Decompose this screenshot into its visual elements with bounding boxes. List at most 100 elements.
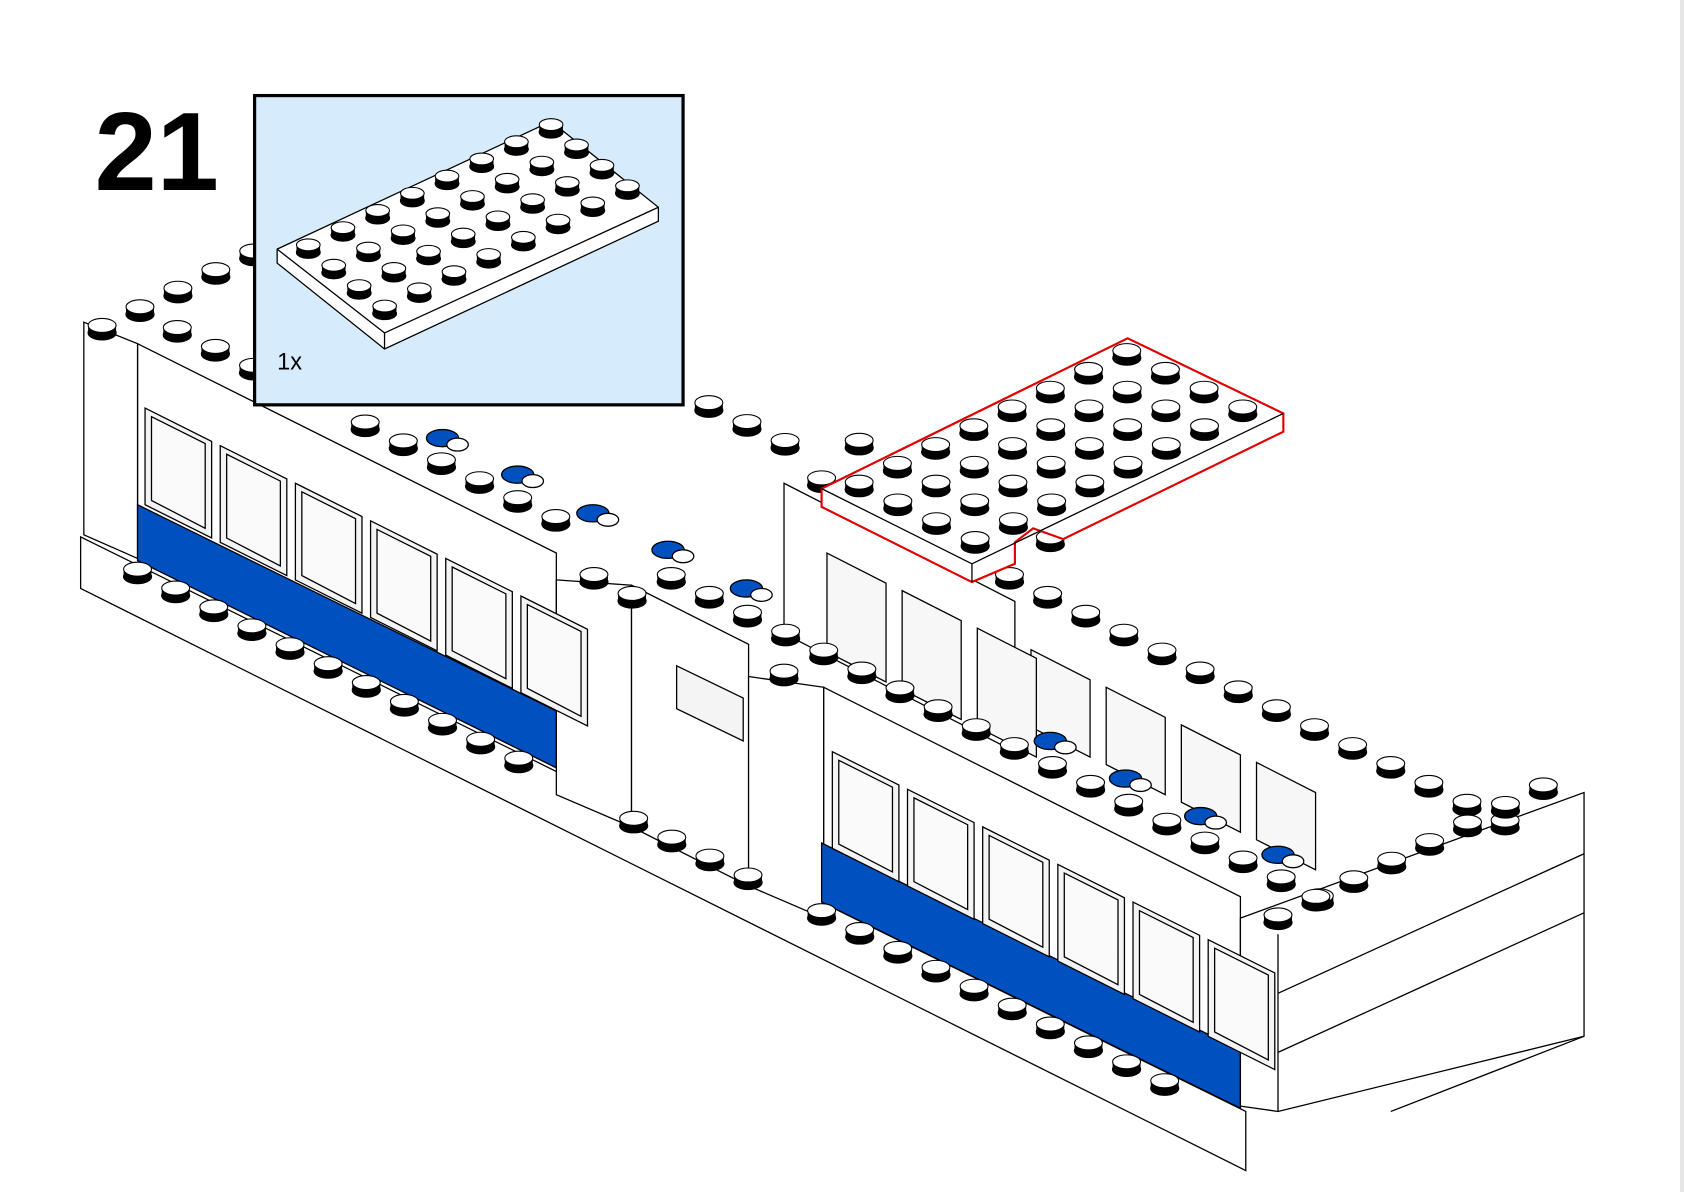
stud: [1074, 399, 1104, 423]
stud: [997, 997, 1027, 1021]
stud: [845, 922, 875, 945]
stud: [806, 903, 837, 926]
stud: [1035, 1016, 1065, 1040]
white-tile: [671, 549, 695, 564]
stud: [199, 599, 229, 623]
stud: [1073, 361, 1104, 385]
stud: [545, 213, 571, 235]
stud: [619, 810, 649, 834]
stud: [656, 567, 686, 590]
stud: [994, 567, 1025, 590]
stud: [529, 155, 555, 177]
stud: [1414, 774, 1444, 798]
stud: [1150, 1073, 1180, 1096]
end-block-line: [1277, 853, 1585, 994]
stud: [485, 210, 511, 231]
window-pane: [1138, 909, 1194, 1024]
stud: [503, 135, 529, 156]
part-quantity: 1x: [277, 349, 302, 375]
stud: [162, 320, 192, 343]
stud: [503, 490, 533, 513]
stud: [321, 258, 347, 280]
stud: [1109, 623, 1139, 647]
end-block-line: [1277, 912, 1585, 1053]
stud: [960, 531, 990, 554]
middle-small-window: [675, 664, 744, 743]
stud: [426, 452, 457, 475]
step-number: 21: [95, 89, 219, 214]
stud: [346, 279, 372, 300]
stud: [847, 661, 877, 685]
plate-edge: [971, 412, 1284, 565]
stud: [427, 712, 458, 736]
back-window: [976, 627, 1038, 759]
window-pane: [526, 603, 582, 718]
white-tile: [750, 587, 773, 603]
stud: [997, 399, 1027, 423]
stud: [1036, 455, 1066, 479]
stud: [657, 829, 687, 853]
stud: [1113, 455, 1143, 479]
stud: [425, 207, 451, 228]
stud: [390, 224, 416, 245]
window-pane: [301, 490, 357, 605]
white-tile: [1053, 740, 1077, 755]
stud: [494, 172, 520, 194]
stud: [464, 471, 495, 494]
stud: [733, 867, 763, 891]
back-window: [901, 589, 962, 721]
stud: [1113, 418, 1143, 441]
stud: [998, 474, 1028, 498]
stud: [1228, 399, 1258, 423]
stud: [1263, 907, 1293, 931]
stud: [921, 474, 951, 498]
stud: [350, 414, 380, 438]
stud: [999, 737, 1029, 760]
stud: [200, 338, 230, 362]
stud: [732, 604, 763, 628]
stud: [365, 204, 391, 225]
stud: [295, 238, 321, 259]
stud: [732, 414, 762, 437]
stud: [406, 282, 432, 303]
stud: [1228, 850, 1258, 874]
stud: [1112, 343, 1142, 366]
stud: [1152, 812, 1182, 836]
back-window: [1180, 723, 1242, 834]
stud: [1376, 756, 1406, 779]
stud: [921, 959, 951, 983]
stud: [959, 455, 989, 479]
plate-edge: [821, 488, 973, 565]
stud: [921, 512, 952, 535]
building-model: [79, 243, 1585, 1172]
window-pane: [451, 565, 507, 680]
right-end-block: [1239, 791, 1585, 1113]
back-window: [1255, 761, 1317, 871]
back-window: [826, 551, 887, 683]
stud: [1223, 680, 1253, 704]
stud: [460, 190, 485, 211]
stud: [1071, 604, 1101, 628]
stud: [450, 227, 476, 249]
stud: [434, 169, 460, 191]
stud: [1190, 831, 1220, 855]
stud: [614, 179, 640, 200]
stud: [389, 693, 420, 717]
stud: [1112, 380, 1142, 404]
stud: [541, 509, 571, 532]
stud: [1151, 437, 1181, 460]
stud: [381, 262, 407, 283]
stud: [959, 978, 989, 1002]
stud: [997, 437, 1028, 460]
stud: [1452, 793, 1482, 817]
stud: [809, 642, 839, 666]
stud: [1189, 418, 1220, 441]
white-tile: [596, 512, 620, 527]
stud: [694, 585, 724, 609]
stud: [355, 241, 381, 263]
stud: [1074, 437, 1105, 460]
white-tile: [1129, 777, 1152, 793]
white-tile: [521, 474, 545, 489]
window-pane: [913, 796, 969, 911]
